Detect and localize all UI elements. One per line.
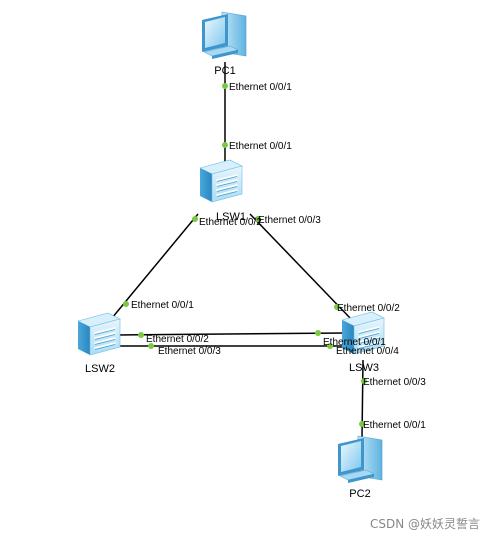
pc2-device[interactable]: PC2 — [337, 435, 383, 500]
link-lsw1-lsw3 — [249, 213, 353, 321]
port-label: Ethernet 0/0/3 — [158, 346, 221, 357]
port-dot — [255, 216, 261, 222]
port-dot — [192, 216, 198, 222]
switch-icon — [199, 159, 243, 203]
port-dot — [327, 343, 333, 349]
lsw1-device[interactable]: LSW1 — [199, 159, 246, 223]
port-dot — [361, 378, 367, 384]
pc2-label: PC2 — [349, 488, 370, 500]
port-label: Ethernet 0/0/1 — [131, 300, 194, 311]
pc-icon — [201, 11, 247, 60]
link-lsw1-lsw2 — [111, 213, 199, 319]
port-dot — [123, 301, 129, 307]
port-dot — [315, 330, 321, 336]
port-dot — [222, 142, 228, 148]
port-dot — [138, 332, 144, 338]
lsw2-device[interactable]: LSW2 — [77, 312, 121, 375]
link-lsw2-lsw3-a — [117, 332, 347, 336]
pc1-device[interactable]: PC1 — [201, 11, 247, 77]
port-dot — [359, 421, 365, 427]
lsw3-label: LSW3 — [349, 362, 379, 374]
port-dots — [123, 83, 367, 427]
watermark: CSDN @妖妖灵誓言 — [370, 517, 480, 531]
pc-icon — [337, 435, 383, 484]
port-label: Ethernet 0/0/1 — [229, 82, 292, 93]
lsw2-label: LSW2 — [85, 363, 115, 375]
port-label: Ethernet 0/0/1 — [363, 420, 426, 431]
port-label: Ethernet 0/0/2 — [337, 303, 400, 314]
port-label: Ethernet 0/0/2 — [199, 217, 262, 228]
port-dot — [148, 343, 154, 349]
lsw1-label: LSW1 — [216, 211, 246, 223]
port-label: Ethernet 0/0/1 — [229, 141, 292, 152]
switch-icon — [77, 312, 121, 356]
port-label: Ethernet 0/0/4 — [336, 346, 399, 357]
port-label: Ethernet 0/0/3 — [363, 377, 426, 388]
port-dot — [334, 304, 340, 310]
pc1-label: PC1 — [214, 65, 235, 77]
port-dot — [222, 83, 228, 89]
port-label: Ethernet 0/0/3 — [258, 215, 321, 226]
port-label: Ethernet 0/0/1 — [323, 337, 386, 348]
lsw3-device[interactable]: LSW3 — [341, 311, 385, 374]
port-label: Ethernet 0/0/2 — [146, 334, 209, 345]
